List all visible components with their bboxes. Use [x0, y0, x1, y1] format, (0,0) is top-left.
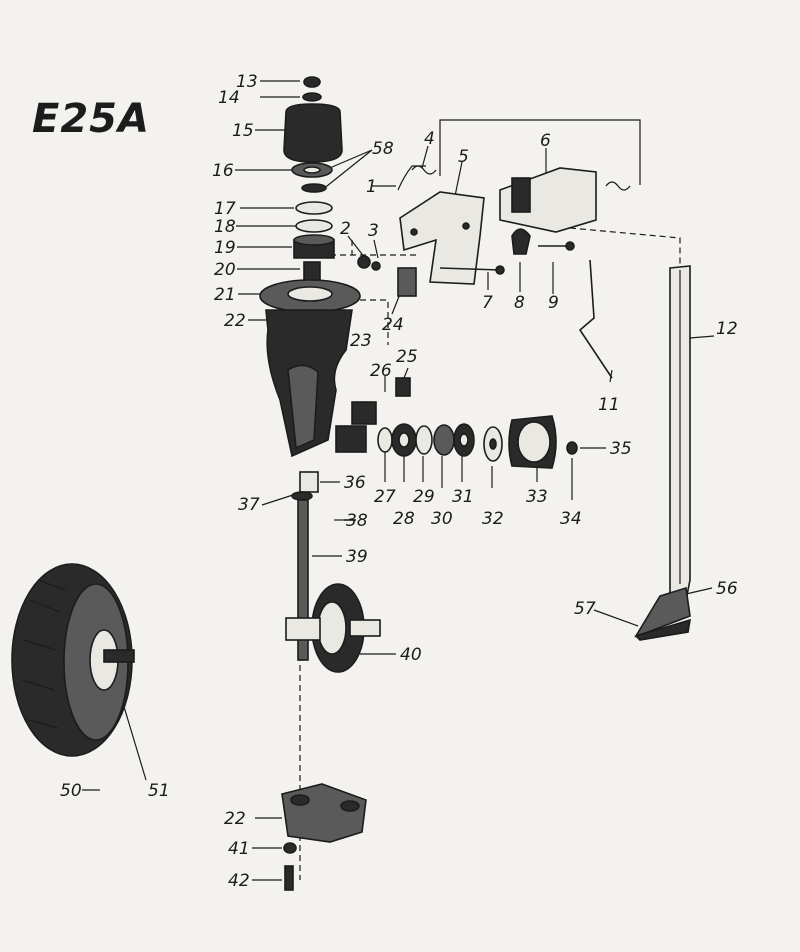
callout-51: 51 [148, 781, 170, 801]
callout-13: 13 [236, 72, 258, 92]
callout-14: 14 [218, 88, 240, 108]
callout-37: 37 [238, 495, 260, 515]
callout-6: 6 [540, 131, 551, 151]
callout-58: 58 [372, 139, 394, 159]
callout-25: 25 [396, 347, 418, 367]
callout-56: 56 [716, 579, 738, 599]
callout-4: 4 [424, 129, 435, 149]
callout-33: 33 [526, 487, 548, 507]
callout-30: 30 [431, 509, 453, 529]
callout-9: 9 [548, 293, 559, 313]
callout-7: 7 [482, 293, 493, 313]
drive-parts [285, 415, 578, 673]
callout-32: 32 [482, 509, 504, 529]
callout-2: 2 [340, 219, 351, 239]
callout-8: 8 [514, 293, 525, 313]
callout-22-lower: 22 [224, 809, 246, 829]
model-code-title: E25A [32, 96, 150, 142]
callout-28: 28 [393, 509, 415, 529]
callout-23: 23 [350, 331, 372, 351]
callout-34: 34 [560, 509, 582, 529]
callout-50: 50 [60, 781, 82, 801]
callout-16: 16 [212, 161, 234, 181]
lower-housing-parts [281, 783, 367, 891]
callout-27: 27 [374, 487, 396, 507]
callout-22-upper: 22 [224, 311, 246, 331]
bracket-parts [397, 165, 631, 379]
callout-21: 21 [214, 285, 236, 305]
callout-17: 17 [214, 199, 236, 219]
vertical-stack-parts [259, 76, 417, 458]
callout-36: 36 [344, 473, 366, 493]
callout-38: 38 [346, 511, 368, 531]
callout-19: 19 [214, 238, 236, 258]
callout-3: 3 [368, 221, 379, 241]
callout-18: 18 [214, 217, 236, 237]
callout-40: 40 [400, 645, 422, 665]
leader-lines [82, 80, 715, 881]
callout-5: 5 [458, 147, 469, 167]
callout-12: 12 [716, 319, 738, 339]
callout-29: 29 [413, 487, 435, 507]
callout-39: 39 [346, 547, 368, 567]
callout-11: 11 [598, 395, 620, 415]
callout-57: 57 [574, 599, 596, 619]
callout-31: 31 [452, 487, 474, 507]
wheel-parts [11, 563, 135, 757]
callout-20: 20 [214, 260, 236, 280]
callout-15: 15 [232, 121, 254, 141]
callout-labels: 13 14 15 16 58 4 6 5 1 17 18 2 3 19 20 2… [60, 72, 738, 891]
callout-24: 24 [382, 315, 404, 335]
callout-1: 1 [366, 177, 377, 197]
callout-42: 42 [228, 871, 250, 891]
callout-26: 26 [370, 361, 392, 381]
callout-41: 41 [228, 839, 250, 859]
frame-leg-parts [634, 265, 691, 641]
callout-35: 35 [610, 439, 632, 459]
